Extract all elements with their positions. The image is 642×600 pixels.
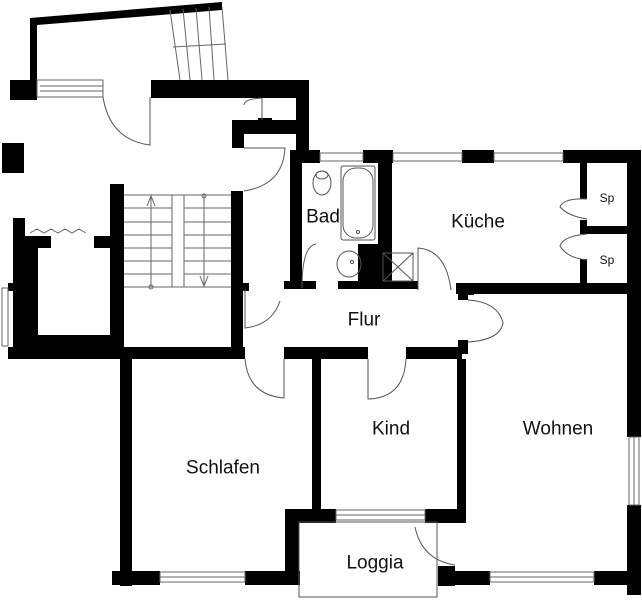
room-label-loggia: Loggia (346, 552, 404, 574)
sink (336, 250, 362, 278)
room-label-kueche: Küche (451, 211, 505, 233)
schlafen-left-wall (120, 359, 132, 586)
room-label-schlafen: Schlafen (186, 457, 260, 479)
kueche-top-wall (462, 150, 494, 163)
shaft (382, 252, 414, 282)
room-label-speisekammer-1: Sp (599, 191, 615, 205)
kind-right-wall (457, 359, 466, 519)
room-label-kind: Kind (371, 418, 411, 440)
closet-wall-side (232, 120, 244, 148)
stairwell-left-wall (110, 184, 124, 359)
stair-top-wall (151, 80, 309, 98)
entrance-door (102, 96, 151, 146)
room-label-wohnen: Wohnen (522, 418, 594, 440)
flur-bottom-wall (284, 347, 368, 359)
schlafen-right-wall (312, 359, 321, 514)
stairwell-bottom-wall (8, 347, 245, 359)
right-exterior-wall (627, 150, 641, 437)
entrance-left-wall (30, 18, 37, 82)
fixtures (312, 165, 414, 282)
stairwell-right-wall (231, 191, 243, 359)
entrance-top-wall (30, 2, 222, 25)
doors (102, 96, 588, 598)
windows (1, 79, 640, 583)
room-label-flur: Flur (347, 309, 381, 331)
entrance-pillar (10, 80, 37, 100)
room-label-speisekammer-2: Sp (599, 253, 615, 267)
staircase (124, 6, 231, 290)
bad-left-wall (290, 150, 302, 287)
closet-wall (232, 120, 296, 134)
room-label-bad: Bad (306, 206, 340, 228)
left-room-wall (13, 218, 25, 353)
pantry-wall (580, 163, 587, 199)
bathtub (340, 165, 376, 241)
kueche-bottom-wall (456, 283, 641, 294)
stair-top-right-wall (296, 80, 309, 160)
